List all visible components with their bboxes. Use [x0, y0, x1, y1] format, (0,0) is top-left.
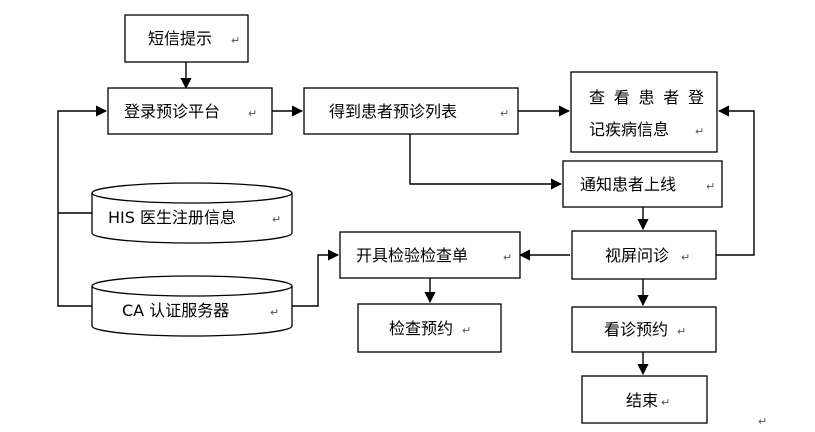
node-notify-online-label: 通知患者上线	[580, 175, 676, 194]
node-view-info-line2: 记疾病信息	[589, 120, 669, 139]
node-sms-prompt: 短信提示 ↵	[124, 14, 249, 63]
svg-text:↵: ↵	[500, 107, 509, 120]
svg-text:↵: ↵	[272, 213, 281, 226]
node-view-info: 查看患者登 记疾病信息 ↵	[570, 71, 718, 153]
svg-text:↵: ↵	[270, 306, 279, 319]
node-his-database: HIS 医生注册信息 ↵	[91, 182, 293, 244]
svg-text:↵: ↵	[248, 107, 257, 120]
paragraph-mark-corner: ↵	[758, 415, 767, 428]
node-consult-booking-label: 看诊预约	[604, 320, 668, 339]
edges	[57, 62, 755, 376]
node-patient-list: 得到患者预诊列表 ↵	[303, 87, 519, 135]
node-issue-exam-label: 开具检验检查单	[356, 246, 468, 265]
node-end: 结束 ↵	[581, 375, 708, 424]
node-video-consult-label: 视屏问诊	[605, 246, 669, 265]
svg-text:↵: ↵	[462, 324, 471, 337]
node-exam-booking-label: 检查预约	[389, 319, 453, 338]
node-consult-booking: 看诊预约 ↵	[571, 306, 717, 353]
edge-video-to-viewinfo	[716, 105, 755, 256]
svg-text:↵: ↵	[677, 325, 686, 338]
node-issue-exam: 开具检验检查单 ↵	[339, 231, 521, 279]
svg-text:↵: ↵	[706, 180, 715, 193]
node-his-database-label: HIS 医生注册信息	[108, 208, 236, 227]
svg-text:↵: ↵	[231, 34, 240, 47]
svg-text:↵: ↵	[681, 251, 690, 264]
node-login-platform-label: 登录预诊平台	[124, 102, 220, 121]
node-sms-prompt-label: 短信提示	[148, 29, 212, 48]
svg-text:↵: ↵	[661, 396, 670, 409]
node-login-platform: 登录预诊平台 ↵	[107, 87, 273, 135]
node-ca-server-label: CA 认证服务器	[122, 301, 229, 320]
node-video-consult: 视屏问诊 ↵	[571, 230, 717, 280]
edge-loop-to-login	[57, 105, 108, 307]
node-exam-booking: 检查预约 ↵	[357, 303, 502, 353]
edge-list-to-notify	[409, 134, 563, 190]
node-end-label: 结束	[626, 391, 658, 410]
edge-ca-to-issue	[292, 249, 340, 307]
svg-text:↵: ↵	[503, 251, 512, 264]
node-view-info-line1: 查看患者登	[589, 88, 704, 107]
node-ca-server: CA 认证服务器 ↵	[91, 275, 293, 337]
node-notify-online: 通知患者上线 ↵	[562, 160, 723, 208]
node-patient-list-label: 得到患者预诊列表	[329, 102, 457, 121]
svg-text:↵: ↵	[695, 125, 704, 138]
